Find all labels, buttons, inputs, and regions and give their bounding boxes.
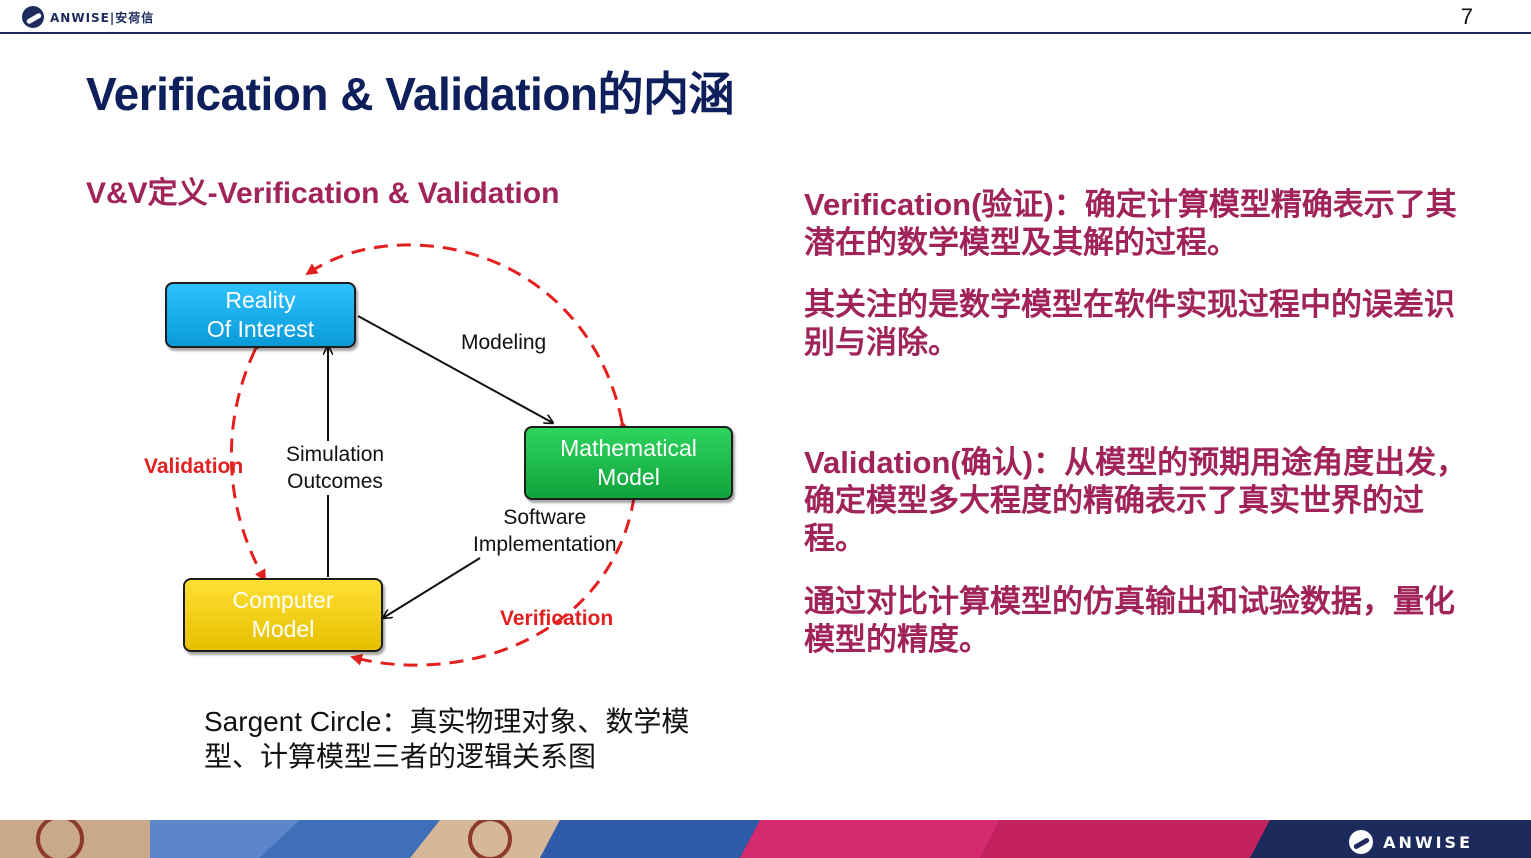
software-label-line1: Software [503,506,587,529]
verification-definition: Verification(验证)：确定计算模型精确表示了其潜在的数学模型及其解的… [804,187,1457,260]
math-box-line1: Mathematical [560,435,697,461]
reality-of-interest-box: Reality Of Interest [165,282,356,348]
slide-title: Verification & Validation的内涵 [86,68,735,120]
reality-box-line2: Of Interest [206,316,315,342]
software-implementation-arrow [383,557,481,618]
page-number: 7 [1460,4,1473,29]
validation-method: 通过对比计算模型的仿真输出和试验数据，量化模型的精度。 [804,584,1455,657]
diagram-caption: Sargent Circle：真实物理对象、数学模型、计算模型三者的逻辑关系图 [204,706,690,772]
math-box-line2: Model [597,464,660,490]
verification-bottom-arc [350,486,642,667]
validation-cycle-label: Validation [144,455,244,478]
simulation-label-line1: Simulation [286,443,385,466]
header-logo: ANWISE|安荷信 [22,4,154,30]
simulation-label-line2: Outcomes [287,470,383,493]
header-logo-text: ANWISE|安荷信 [50,10,155,25]
simulation-outcomes-label: Simulation Outcomes [286,441,385,495]
software-implementation-label: Software Implementation [473,504,617,558]
footer-logo-text: ANWISE [1383,832,1473,852]
verification-cycle-label: Verification [500,607,614,630]
validation-left-arc [229,338,267,582]
slide-subtitle: V&V定义-Verification & Validation [86,177,560,210]
footer-decorative-band [0,820,1531,858]
modeling-label: Modeling [461,329,547,356]
anwise-logo-icon [22,6,44,28]
software-label-line2: Implementation [473,533,617,556]
header-divider [0,32,1531,34]
verification-focus: 其关注的是数学模型在软件实现过程中的误差识别与消除。 [804,287,1455,360]
computer-model-box: Computer Model [183,578,383,652]
validation-definition: Validation(确认)：从模型的预期用途角度出发，确定模型多大程度的精确表… [804,445,1468,556]
reality-box-line1: Reality [225,287,296,313]
footer-logo: ANWISE [1349,830,1473,854]
modeling-arrow [357,315,553,423]
anwise-footer-logo-icon [1349,830,1374,854]
verification-top-arc [305,243,630,433]
mathematical-model-box: Mathematical Model [524,426,733,500]
computer-box-line2: Model [251,616,315,642]
computer-box-line1: Computer [232,587,334,613]
